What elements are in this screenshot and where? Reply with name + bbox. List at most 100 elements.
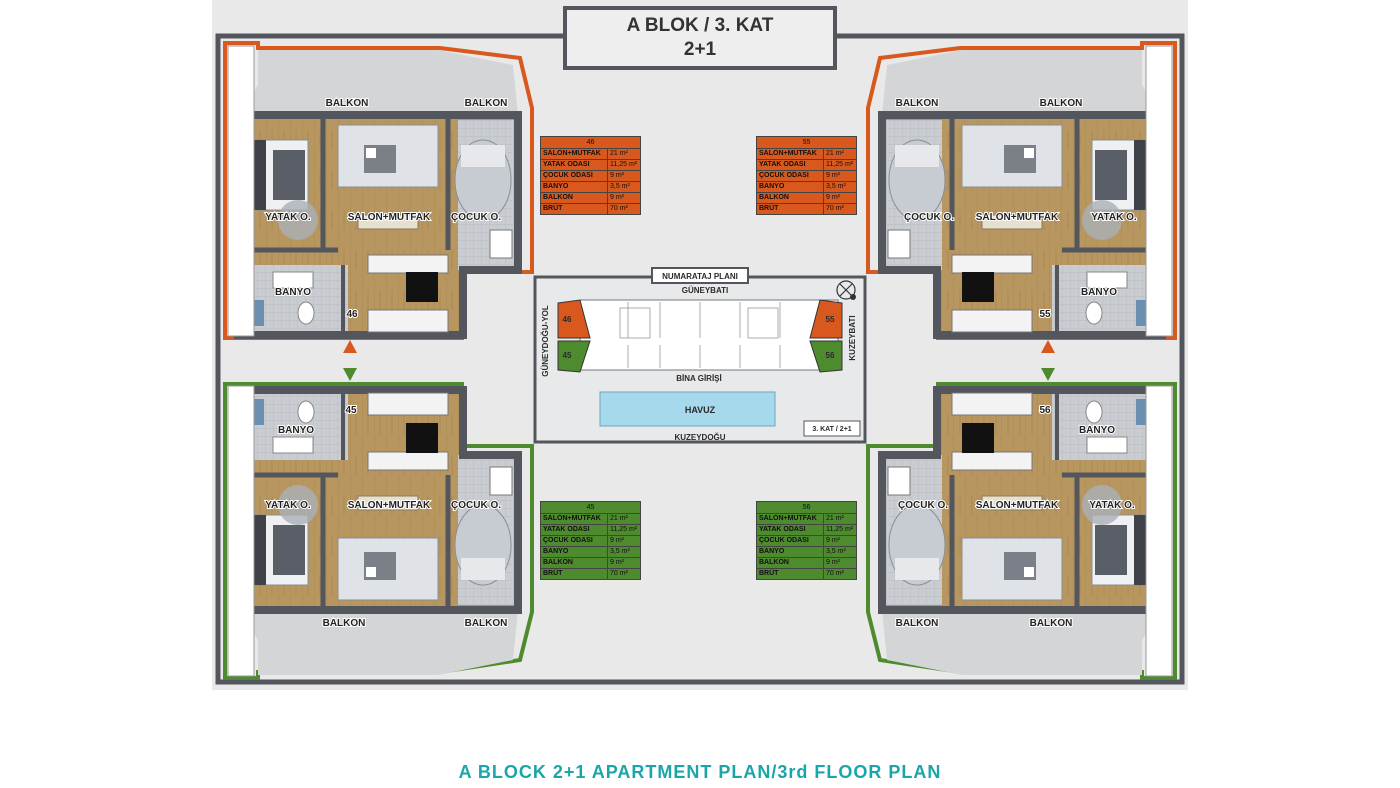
room-area: 9 m²: [823, 192, 857, 204]
room-area: 9 m²: [823, 170, 857, 182]
room-area: 11,25 m²: [823, 159, 857, 171]
table-header-number: 56: [756, 501, 857, 514]
table-header-number: 45: [540, 501, 641, 514]
pool-label: HAVUZ: [685, 405, 716, 415]
unit-number: 55: [1039, 309, 1051, 320]
title-box: A BLOK / 3. KAT 2+1: [563, 6, 837, 70]
room-name: BALKON: [540, 192, 608, 204]
room-name: YATAK ODASI: [540, 524, 608, 536]
room-name: ÇOCUK ODASI: [540, 535, 608, 547]
room-label-cocuk: ÇOCUK O.: [904, 212, 954, 223]
room-area: 9 m²: [823, 557, 857, 569]
room-name: SALON+MUTFAK: [540, 148, 608, 160]
room-name: YATAK ODASI: [756, 159, 824, 171]
numbering-plan: [533, 267, 867, 444]
room-label-balkon: BALKON: [465, 98, 508, 109]
room-label-cocuk: ÇOCUK O.: [898, 500, 948, 511]
room-label-salon: SALON+MUTFAK: [976, 500, 1059, 511]
room-area: 9 m²: [823, 535, 857, 547]
footer-caption: A BLOCK 2+1 APARTMENT PLAN/3rd FLOOR PLA…: [458, 762, 942, 782]
room-area: 3,5 m²: [823, 181, 857, 193]
room-area: 21 m²: [823, 513, 857, 525]
room-label-salon: SALON+MUTFAK: [976, 212, 1059, 223]
room-area: 9 m²: [607, 535, 641, 547]
room-label-banyo: BANYO: [278, 425, 314, 436]
room-name: BANYO: [756, 546, 824, 558]
room-name: ÇOCUK ODASI: [756, 170, 824, 182]
unit-number: 46: [346, 309, 358, 320]
direction-north: GÜNEYBATI: [682, 286, 729, 295]
mini-unit-number: 56: [826, 351, 835, 360]
table-header-number: 46: [540, 136, 641, 149]
room-label-balkon: BALKON: [896, 98, 939, 109]
arrow-down-icon: [1041, 368, 1055, 381]
room-area: 3,5 m²: [823, 546, 857, 558]
room-name: BALKON: [540, 557, 608, 569]
room-name: ÇOCUK ODASI: [540, 170, 608, 182]
room-label-salon: SALON+MUTFAK: [348, 212, 431, 223]
room-name: BANYO: [540, 181, 608, 193]
arrow-up-icon: [343, 340, 357, 353]
compass-icon: [836, 280, 856, 300]
room-label-balkon: BALKON: [465, 618, 508, 629]
room-name: BRÜT: [540, 568, 608, 580]
building-entrance-label: BİNA GİRİŞİ: [676, 374, 721, 383]
room-label-yatak: YATAK O.: [1091, 212, 1137, 223]
unit-number: 45: [345, 405, 357, 416]
floor-tag: 3. KAT / 2+1: [812, 426, 851, 433]
room-name: ÇOCUK ODASI: [756, 535, 824, 547]
room-label-banyo: BANYO: [275, 287, 311, 298]
room-area: 70 m²: [823, 568, 857, 580]
room-name: BALKON: [756, 557, 824, 569]
unit-55: [866, 41, 1177, 340]
room-label-yatak: YATAK O.: [1089, 500, 1135, 511]
room-area: 11,25 m²: [823, 524, 857, 536]
room-area: 21 m²: [607, 513, 641, 525]
room-area: 9 m²: [607, 192, 641, 204]
room-label-balkon: BALKON: [1040, 98, 1083, 109]
room-name: BRÜT: [540, 203, 608, 215]
room-name: YATAK ODASI: [540, 159, 608, 171]
room-label-banyo: BANYO: [1079, 425, 1115, 436]
room-name: BANYO: [540, 546, 608, 558]
room-area: 11,25 m²: [607, 159, 641, 171]
arrow-up-icon: [1041, 340, 1055, 353]
arrow-down-icon: [343, 368, 357, 381]
room-area: 70 m²: [607, 203, 641, 215]
room-name: BALKON: [756, 192, 824, 204]
room-name: SALON+MUTFAK: [540, 513, 608, 525]
mini-unit-number: 45: [563, 351, 572, 360]
room-name: SALON+MUTFAK: [756, 513, 824, 525]
room-area: 9 m²: [607, 170, 641, 182]
room-label-yatak: YATAK O.: [265, 212, 311, 223]
room-area: 70 m²: [823, 203, 857, 215]
title-line-1: A BLOK / 3. KAT: [626, 15, 774, 36]
room-label-balkon: BALKON: [896, 618, 939, 629]
table-header-number: 55: [756, 136, 857, 149]
room-label-cocuk: ÇOCUK O.: [451, 212, 501, 223]
room-name: YATAK ODASI: [756, 524, 824, 536]
